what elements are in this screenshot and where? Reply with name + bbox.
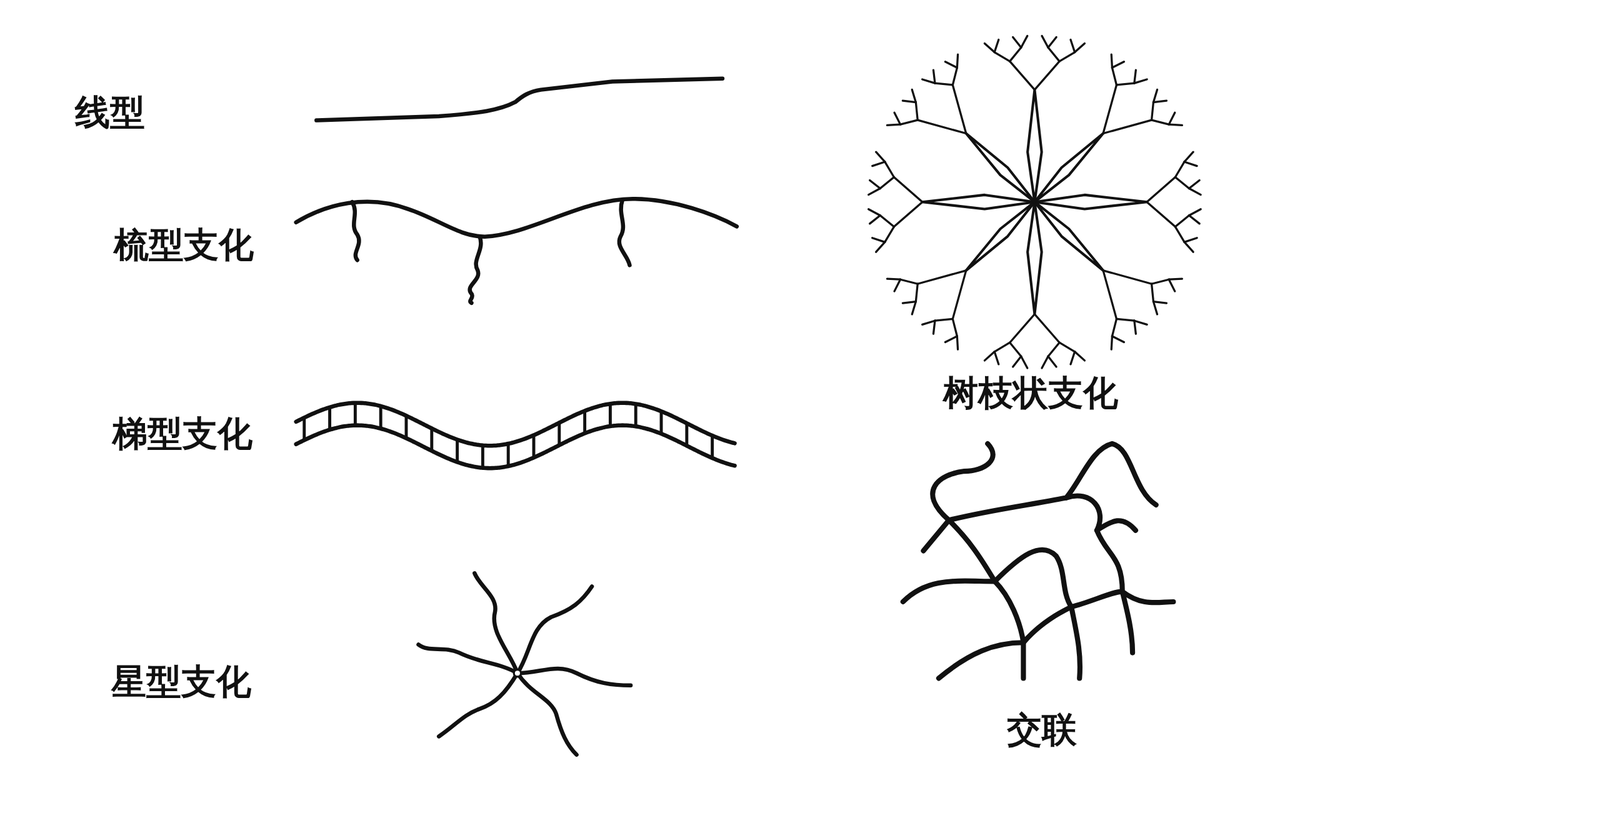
structure-label: 树枝状支化 bbox=[943, 373, 1119, 413]
structure-label: 线型 bbox=[75, 93, 145, 132]
structure-label: 交联 bbox=[1006, 710, 1077, 750]
structure-label: 梳型支化 bbox=[113, 225, 254, 265]
linear-chain bbox=[316, 78, 723, 121]
star-polymer bbox=[418, 573, 631, 755]
ladder-chain bbox=[296, 403, 735, 469]
structure-label: 梯型支化 bbox=[112, 414, 253, 454]
structure-label: 星型支化 bbox=[111, 662, 252, 702]
dendrimer bbox=[868, 35, 1202, 369]
comb-chain bbox=[296, 198, 737, 303]
crosslinked-network bbox=[903, 443, 1174, 679]
